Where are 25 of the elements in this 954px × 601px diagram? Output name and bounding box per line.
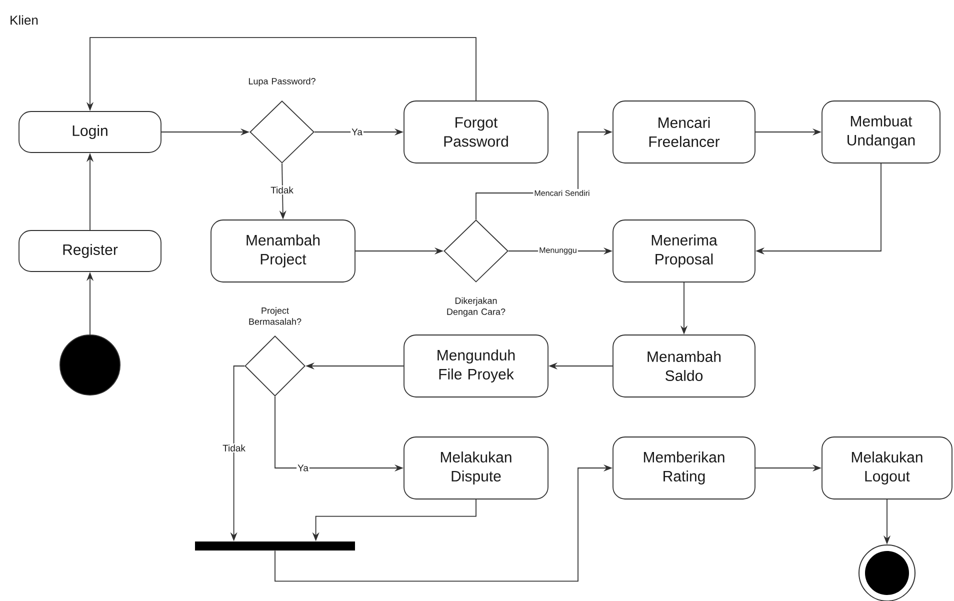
activity-box: Memberikan Rating — [612, 436, 756, 500]
edge-label: Mencari Sendiri — [533, 189, 591, 197]
edge-label: Tidak — [222, 444, 246, 452]
activity-box: Melakukan Logout — [822, 436, 952, 500]
fork-bar — [195, 542, 355, 550]
decision-label: Project Bermasalah? — [249, 307, 302, 325]
activity-box: Mencari Freelancer — [612, 100, 756, 164]
decision-label: Lupa Password? — [248, 78, 316, 86]
edge-label: Tidak — [270, 186, 294, 194]
activity-box: Menerima Proposal — [612, 220, 756, 282]
edge-label: Menunggu — [538, 246, 578, 256]
activity-box: Melakukan Dispute — [404, 436, 548, 500]
activity-box: Login — [18, 111, 162, 153]
activity-box: Menambah Project — [210, 220, 356, 282]
end-node — [858, 544, 916, 601]
activity-box: Menambah Saldo — [612, 334, 756, 398]
start-node — [60, 334, 120, 396]
edge-label: Ya — [296, 464, 310, 472]
activity-box: Forgot Password — [404, 100, 548, 164]
activity-box: Mengunduh File Proyek — [404, 334, 548, 398]
activity-box: Membuat Undangan — [822, 100, 940, 164]
activity-box: Register — [18, 230, 162, 272]
edge-label: Ya — [350, 128, 364, 136]
swimlane-title: Klien — [10, 15, 38, 25]
decision-label: Dikerjakan Dengan Cara? — [447, 297, 506, 317]
